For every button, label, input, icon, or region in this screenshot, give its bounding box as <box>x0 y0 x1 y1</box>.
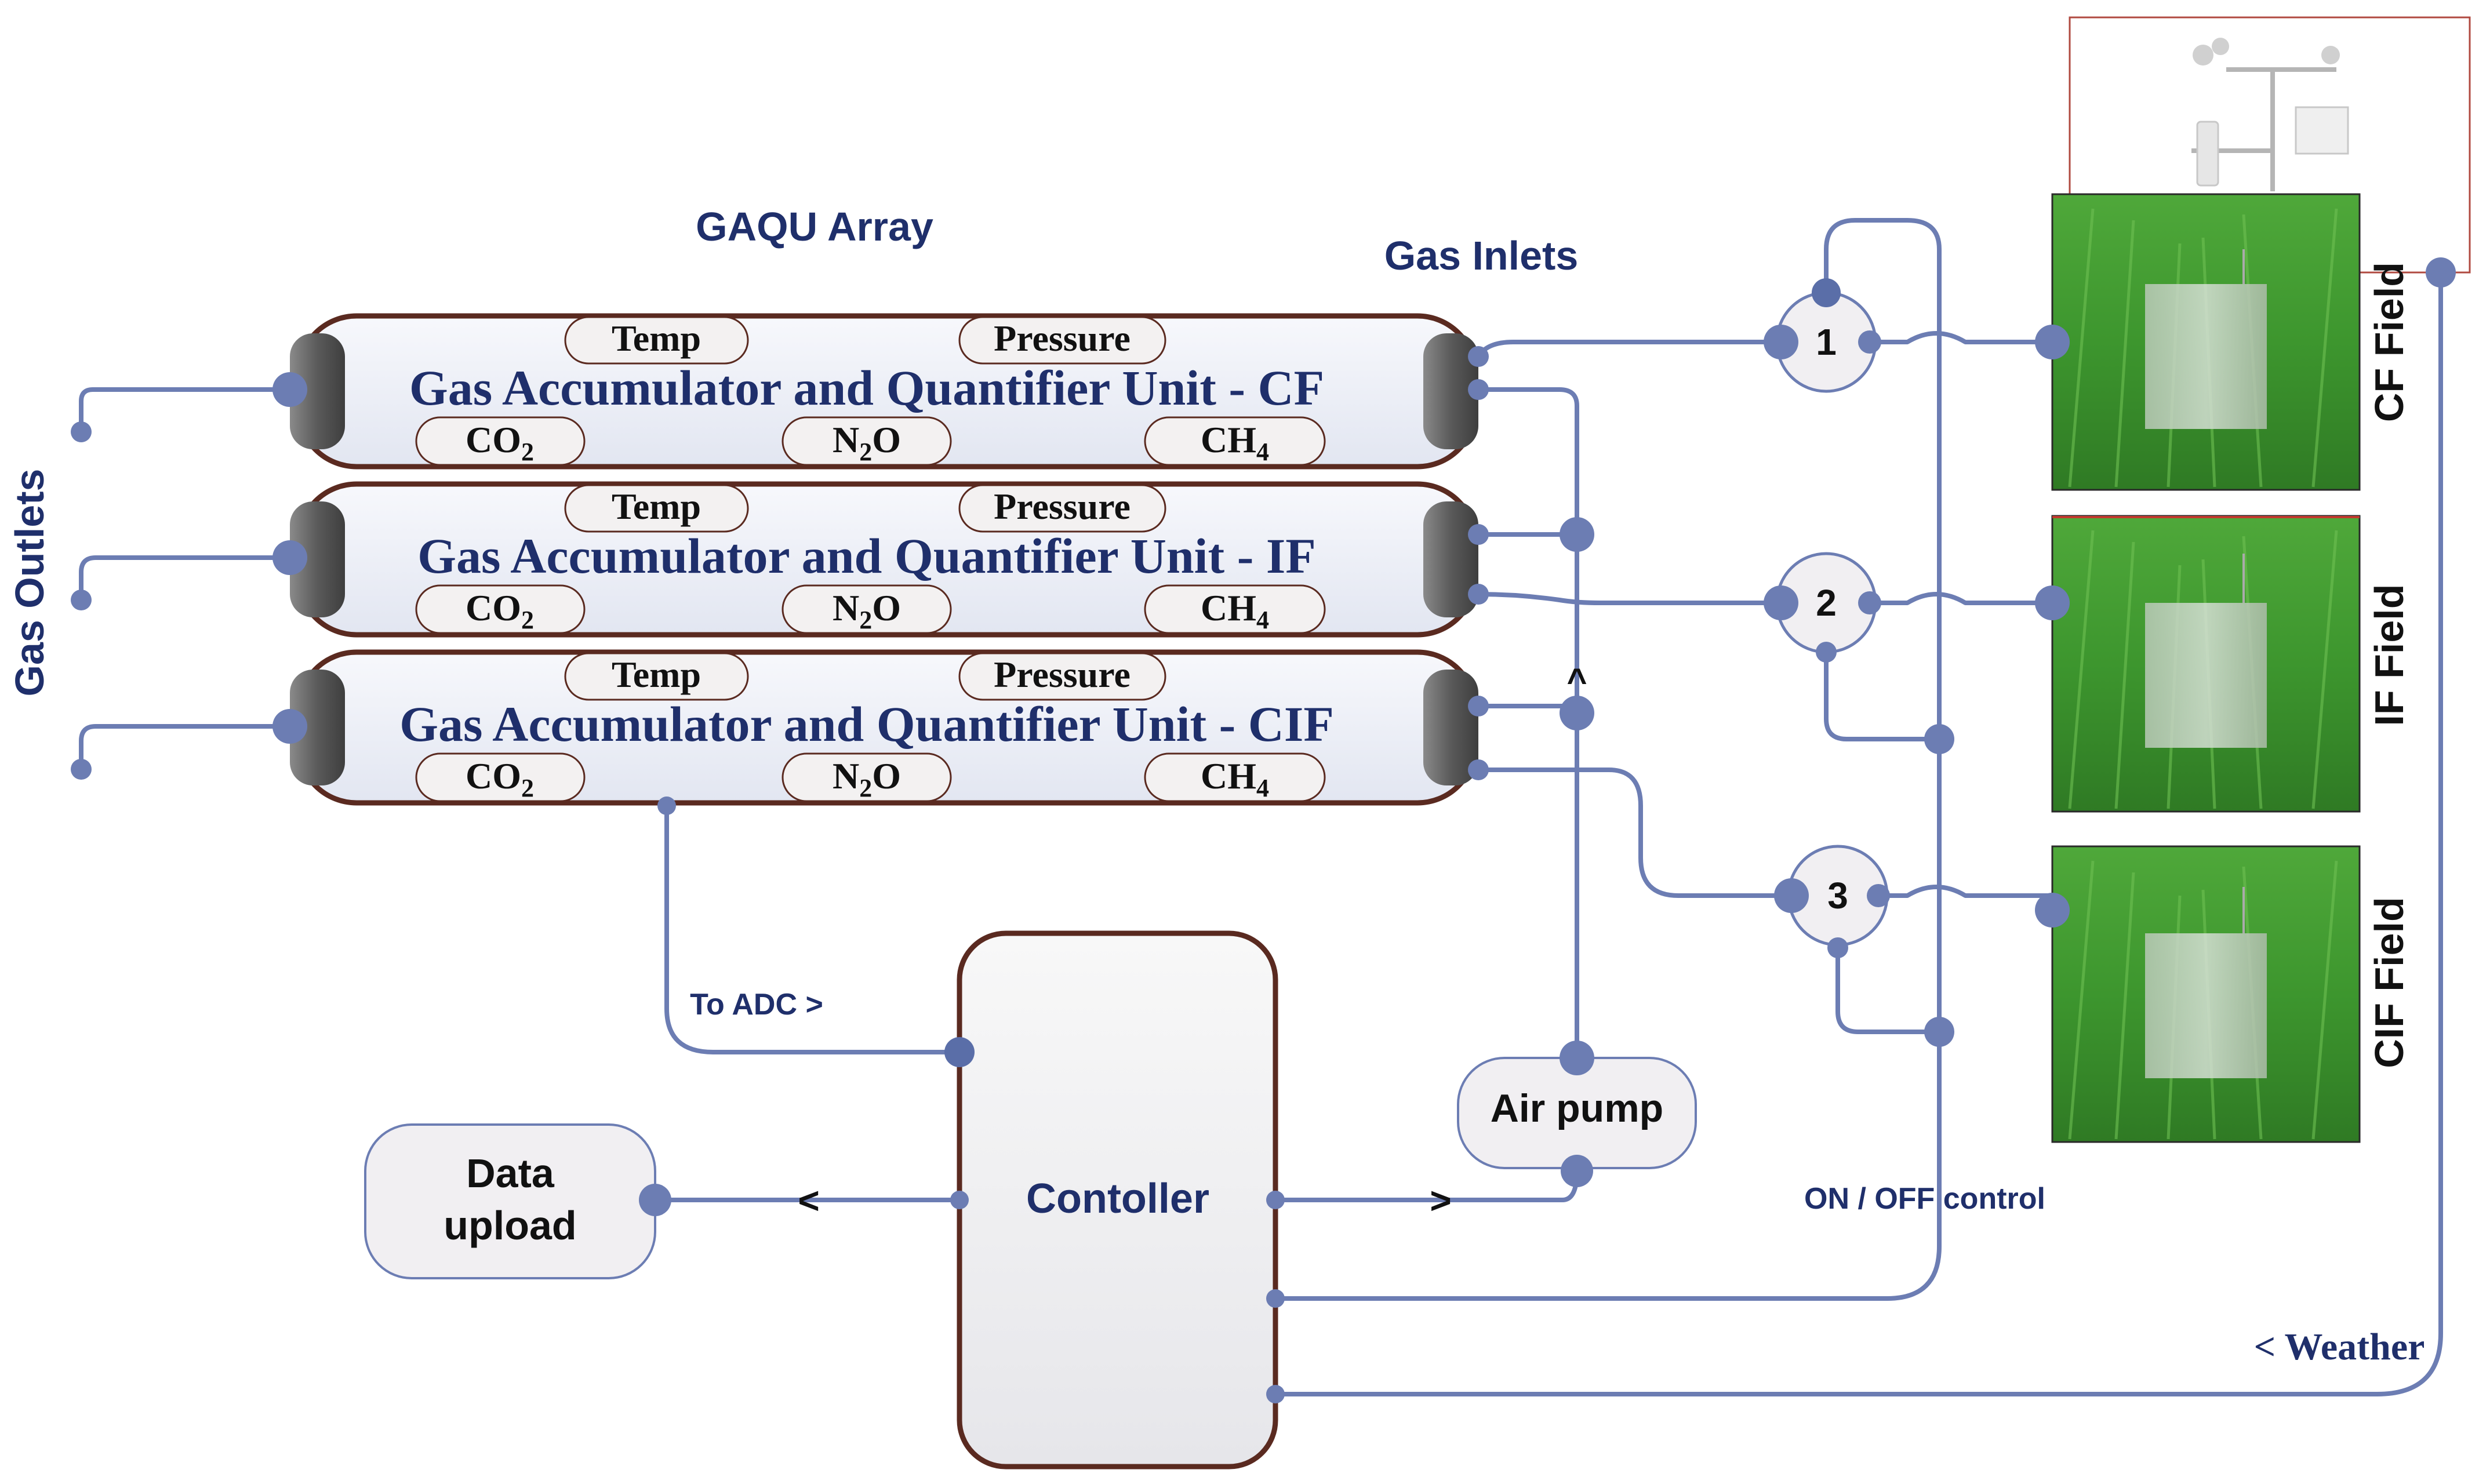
field-label-cif: CIF Field <box>2367 897 2412 1068</box>
temp-label-cf: Temp <box>612 318 701 359</box>
co2-sensor-cf <box>415 416 586 466</box>
gaqu-array-heading: GAQU Array <box>696 204 933 249</box>
field-photo-cif <box>2051 845 2361 1143</box>
ch4-sensor-cif <box>1144 752 1326 802</box>
pressure-sensor-cif <box>958 652 1166 701</box>
unit-title-if: Gas Accumulator and Quantifier Unit - IF <box>417 528 1316 584</box>
valve2-to-field <box>1867 592 2055 605</box>
temp-sensor-cif <box>564 652 749 701</box>
n2o-label-cf: N2O <box>833 419 901 466</box>
ch4-label-cif: CH4 <box>1201 755 1269 802</box>
data-direction-arrow: < <box>798 1180 819 1221</box>
valve-1-label: 1 <box>1816 321 1837 363</box>
ch4-sensor-cf <box>1144 416 1326 466</box>
temp-sensor-if <box>564 484 749 533</box>
controller-label: Contoller <box>1026 1176 1209 1222</box>
air-pump-label: Air pump <box>1491 1086 1663 1130</box>
pump-control-line <box>1273 1169 1579 1202</box>
inlet-line-cf <box>1476 340 1783 359</box>
n2o-label-if: N2O <box>833 587 901 634</box>
n2o-label-cif: N2O <box>833 755 901 802</box>
temp-label-if: Temp <box>612 486 701 527</box>
unit-title-cif: Gas Accumulator and Quantifier Unit - CI… <box>399 696 1334 752</box>
data-upload-label-line2: upload <box>444 1203 576 1248</box>
gaqu-unit-cif: Temp Pressure Gas Accumulator and Quanti… <box>290 649 1478 806</box>
pressure-label-cf: Pressure <box>994 318 1131 359</box>
ch4-sensor-if <box>1144 584 1326 634</box>
co2-label-cf: CO2 <box>466 419 534 466</box>
connection-lines <box>79 218 2443 1396</box>
valve1-to-field <box>1867 331 2055 344</box>
n2o-sensor-if <box>781 584 952 634</box>
to-adc-label: To ADC > <box>690 988 823 1021</box>
control-branch-3 <box>1835 945 1942 1034</box>
connection-nodes <box>71 257 2456 1403</box>
on-off-control-label: ON / OFF control <box>1804 1182 2045 1216</box>
control-branch-2 <box>1824 650 1942 741</box>
control-loop-top <box>1273 218 1942 1301</box>
temp-label-cif: Temp <box>612 654 701 695</box>
field-photo-cf <box>2051 193 2361 491</box>
weather-label: < Weather <box>2254 1326 2425 1368</box>
valve-3-label: 3 <box>1827 875 1848 916</box>
co2-sensor-if <box>415 584 586 634</box>
unit-title-cf: Gas Accumulator and Quantifier Unit - CF <box>409 360 1324 416</box>
gas-outlet-line-if <box>79 555 292 602</box>
valve-2-label: 2 <box>1816 582 1837 624</box>
valve3-to-field <box>1876 885 2055 898</box>
co2-label-cif: CO2 <box>466 755 534 802</box>
field-label-if: IF Field <box>2367 584 2412 726</box>
temp-sensor-cf <box>564 316 749 365</box>
gas-inlets-heading: Gas Inlets <box>1384 233 1579 278</box>
controller-box: Contoller <box>957 930 1278 1470</box>
pressure-sensor-if <box>958 484 1166 533</box>
pressure-sensor-cf <box>958 316 1166 365</box>
gas-outlet-line-cif <box>79 724 292 772</box>
data-upload-box: Data upload <box>364 1123 656 1279</box>
co2-sensor-cif <box>415 752 586 802</box>
n2o-sensor-cif <box>781 752 952 802</box>
pressure-label-if: Pressure <box>994 486 1131 527</box>
n2o-sensor-cf <box>781 416 952 466</box>
pump-line-cf <box>1476 387 1579 1052</box>
weather-line <box>1273 270 2443 1396</box>
airflow-up-arrow: ^ <box>1566 661 1587 700</box>
gaqu-unit-if: Temp Pressure Gas Accumulator and Quanti… <box>290 481 1478 638</box>
field-photo-if <box>2051 515 2361 813</box>
pressure-label-cif: Pressure <box>994 654 1131 695</box>
pump-direction-arrow: > <box>1430 1180 1451 1221</box>
air-pump-box: Air pump <box>1457 1057 1697 1169</box>
ch4-label-cf: CH4 <box>1201 419 1269 466</box>
ch4-label-if: CH4 <box>1201 587 1269 634</box>
gas-outlets-heading: Gas Outlets <box>7 469 52 697</box>
inlet-line-if <box>1476 592 1783 605</box>
valve-1: 1 <box>1775 291 1877 393</box>
data-upload-label-line1: Data <box>466 1151 555 1196</box>
co2-label-if: CO2 <box>466 587 534 634</box>
inlet-line-cif <box>1476 768 1794 898</box>
gaqu-unit-cf: Temp Pressure Gas Accumulator and Quanti… <box>290 313 1478 470</box>
adc-line <box>664 803 962 1054</box>
field-label-cf: CF Field <box>2367 262 2412 422</box>
gas-outlet-line-cf <box>79 387 292 434</box>
